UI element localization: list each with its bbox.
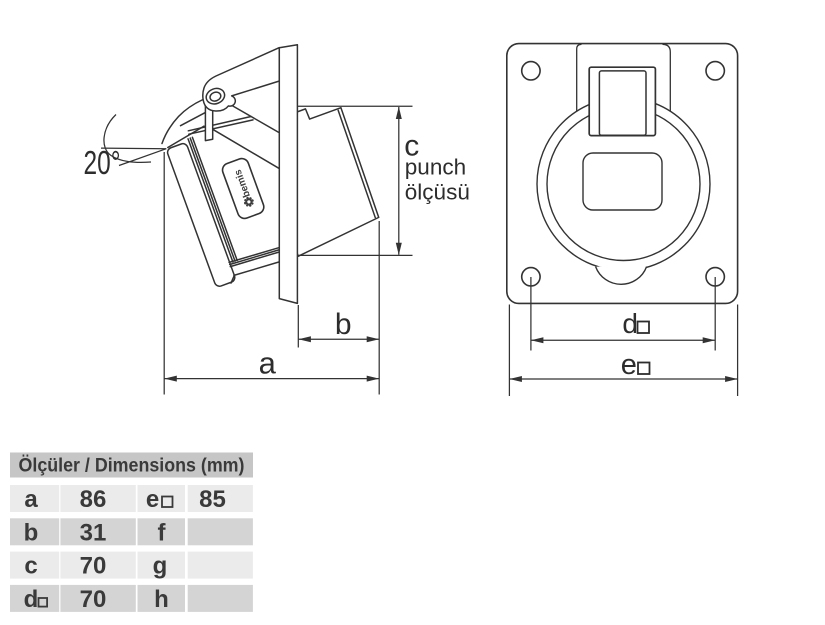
svg-text:ölçüsü: ölçüsü bbox=[405, 179, 470, 204]
svg-text:d: d bbox=[622, 308, 638, 339]
svg-text:85: 85 bbox=[199, 486, 226, 513]
svg-text:86: 86 bbox=[80, 486, 107, 513]
svg-text:f: f bbox=[158, 519, 167, 546]
svg-text:70: 70 bbox=[80, 586, 107, 613]
svg-text:g: g bbox=[153, 553, 168, 580]
svg-text:punch: punch bbox=[405, 155, 466, 180]
svg-text:c: c bbox=[404, 130, 419, 163]
svg-text:b: b bbox=[335, 308, 352, 341]
svg-text:a: a bbox=[259, 346, 277, 381]
svg-text:e: e bbox=[621, 349, 637, 381]
svg-text:Ölçüler / Dimensions (mm): Ölçüler / Dimensions (mm) bbox=[19, 456, 245, 477]
svg-text:20°: 20° bbox=[84, 144, 121, 181]
svg-text:d: d bbox=[24, 586, 39, 613]
svg-text:70: 70 bbox=[80, 553, 107, 580]
svg-text:e: e bbox=[146, 486, 159, 513]
svg-text:a: a bbox=[24, 486, 38, 513]
svg-text:b: b bbox=[24, 519, 39, 546]
svg-text:c: c bbox=[24, 553, 37, 580]
svg-text:h: h bbox=[154, 586, 169, 613]
svg-text:31: 31 bbox=[80, 519, 107, 546]
